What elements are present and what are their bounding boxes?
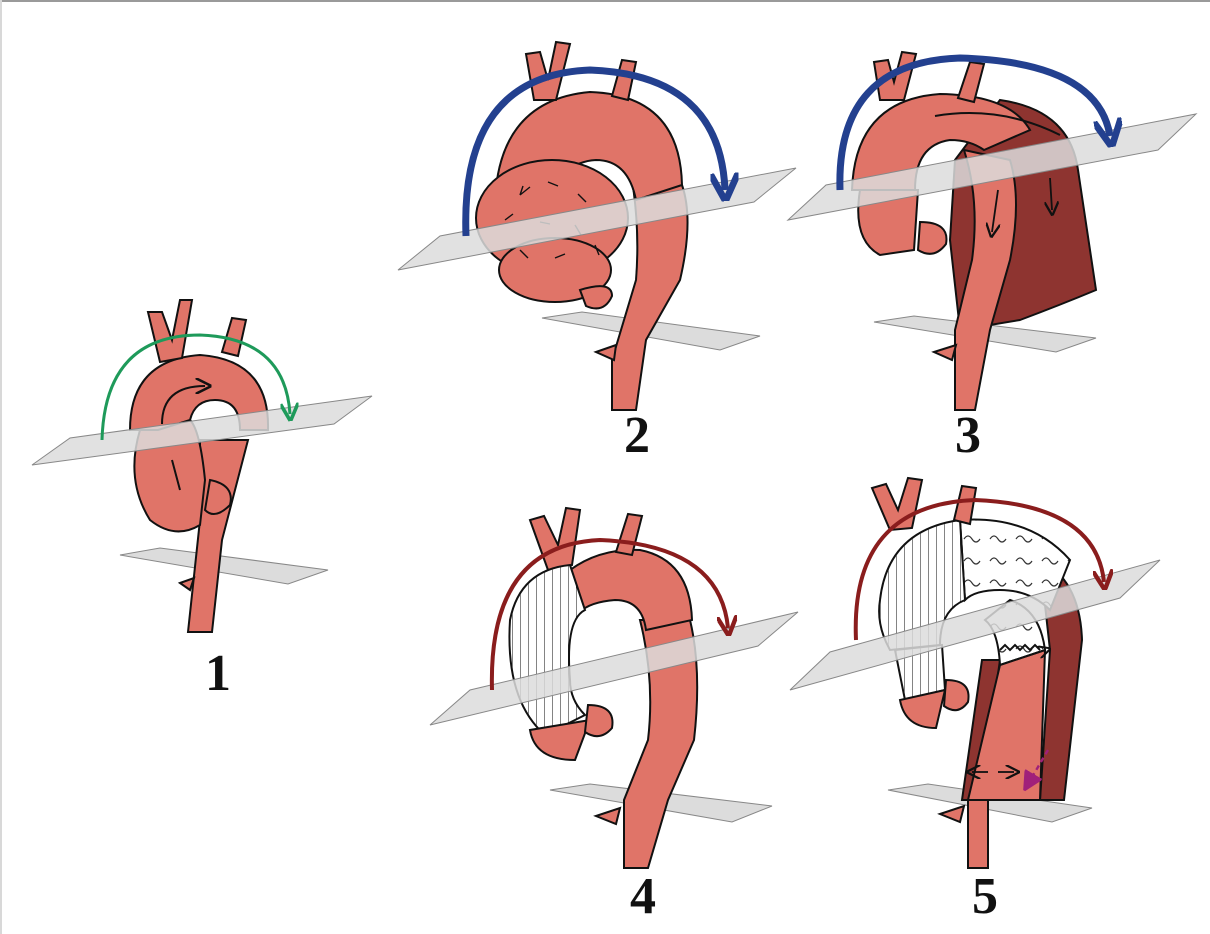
intercostal-branch <box>934 345 956 360</box>
panel-5: 5 <box>790 478 1160 925</box>
left-subclavian-branch <box>616 514 642 555</box>
aortic-root-bulge <box>585 705 613 736</box>
panel-number-4: 4 <box>630 868 656 925</box>
panel-number-3: 3 <box>955 407 981 464</box>
left-subclavian-branch <box>954 486 976 524</box>
panel-number-5: 5 <box>972 868 998 925</box>
left-subclavian-branch <box>958 62 984 102</box>
upper-plane <box>430 612 798 725</box>
panel-number-2: 2 <box>624 407 650 464</box>
left-subclavian-branch <box>612 60 636 100</box>
panel-4: 4 <box>430 508 798 925</box>
brachiocephalic-branch <box>148 300 192 362</box>
panel-number-1: 1 <box>205 645 231 702</box>
panel-3: 3 <box>788 52 1196 464</box>
lower-plane <box>120 548 328 584</box>
distal-aorta <box>968 800 988 868</box>
intercostal-branch <box>940 806 964 822</box>
panel-1: 1 <box>32 300 372 702</box>
aortic-root-bulge <box>944 680 969 710</box>
aortic-root-bulge <box>918 222 946 254</box>
intercostal-branch <box>596 345 616 360</box>
panel-2: 2 <box>398 42 796 464</box>
aortic-root-bulge <box>580 286 612 308</box>
aortic-arch <box>570 550 692 630</box>
intercostal-branch <box>596 808 620 824</box>
graft-ascending-arch <box>509 565 585 735</box>
